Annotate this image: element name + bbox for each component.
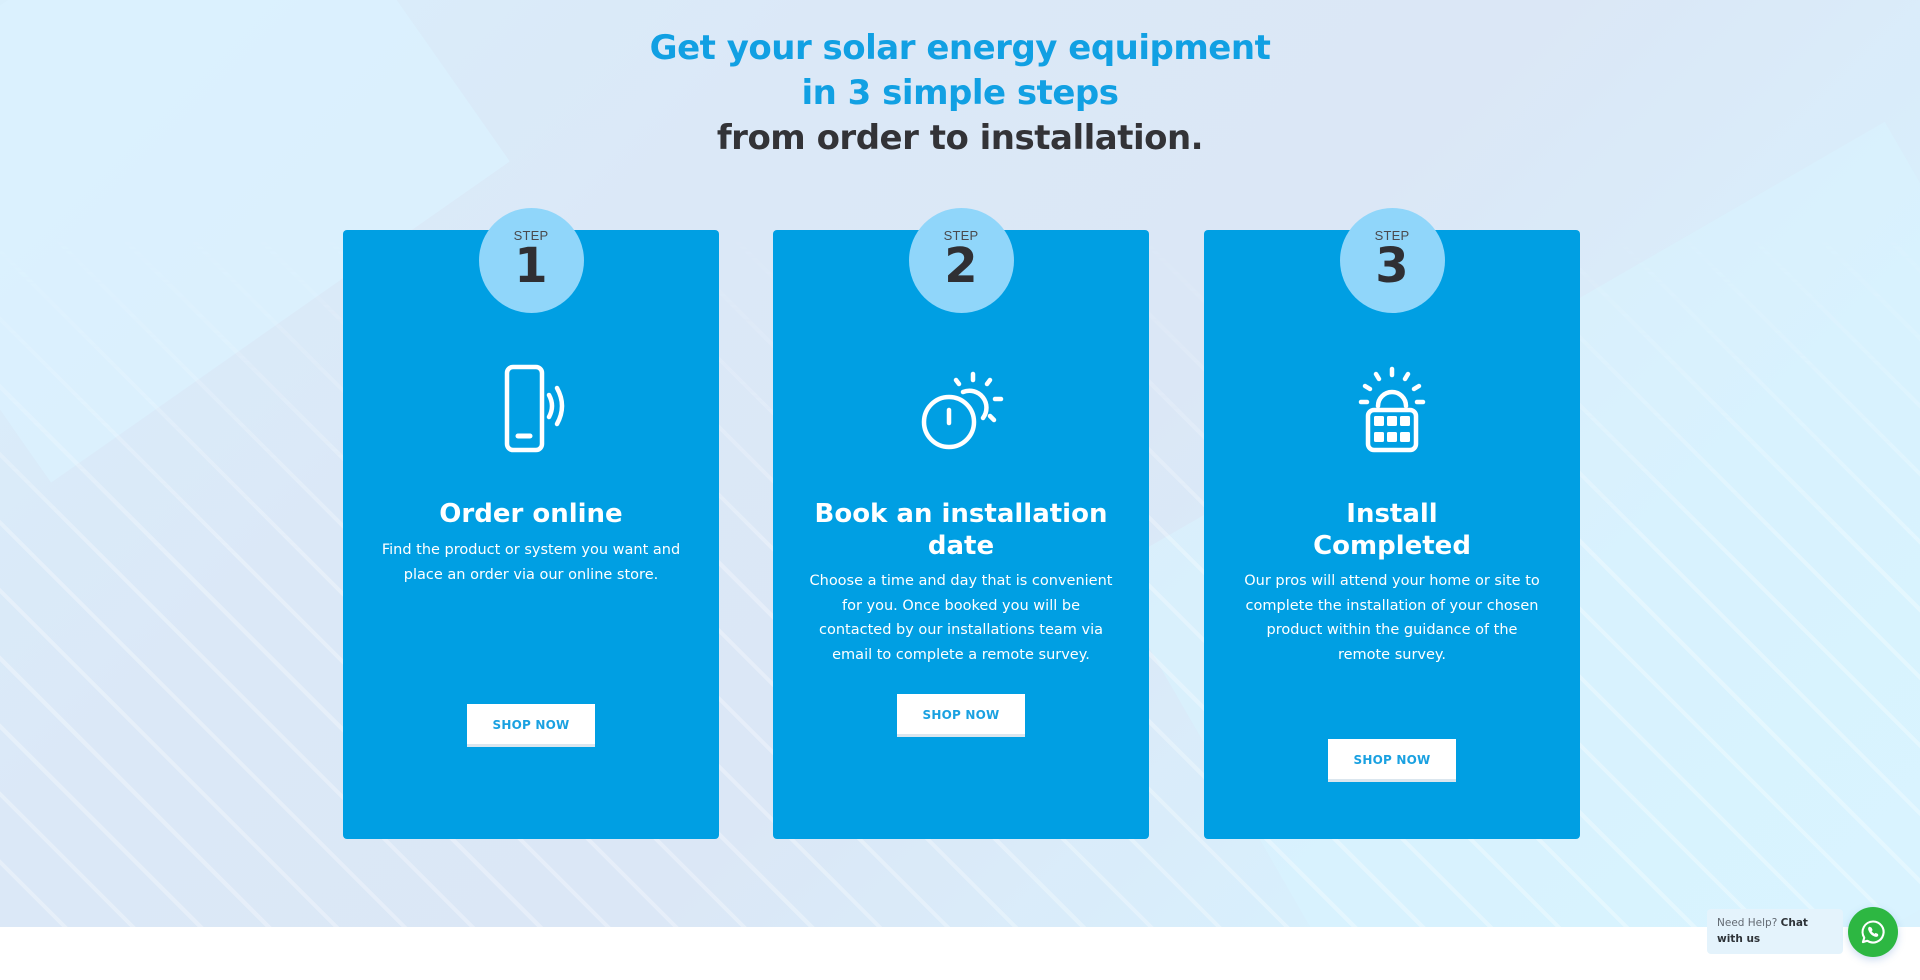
- step-description: Find the product or system you want and …: [381, 542, 681, 583]
- step-description: Choose a time and day that is convenient…: [809, 573, 1113, 663]
- step-card-1: STEP 1 Order online Find the product or …: [343, 208, 719, 839]
- chat-prompt-bubble[interactable]: Need Help? Chat with us: [1707, 909, 1843, 954]
- shop-now-button[interactable]: SHOP NOW: [1328, 739, 1456, 782]
- step-number: 1: [514, 238, 548, 294]
- chat-action-text: Chat with us: [1717, 917, 1808, 945]
- step-label: STEP: [943, 228, 979, 243]
- whatsapp-chat-button[interactable]: [1848, 907, 1898, 957]
- whatsapp-icon: [1861, 920, 1885, 944]
- step-badge: STEP 2: [908, 208, 1014, 313]
- heading-line-2: in 3 simple steps: [801, 73, 1119, 113]
- section-heading: Get your solar energy equipment in 3 sim…: [0, 26, 1920, 161]
- solar-panel-sun-icon: [1342, 360, 1442, 460]
- step-title: Book an installation date: [814, 499, 1108, 561]
- shop-now-button[interactable]: SHOP NOW: [467, 704, 595, 747]
- step-label: STEP: [1374, 228, 1410, 243]
- step-number: 2: [944, 238, 978, 294]
- chat-prompt-text: Need Help?: [1717, 917, 1778, 929]
- step-description: Our pros will attend your home or site t…: [1244, 573, 1540, 663]
- smartphone-signal-icon: [481, 360, 581, 460]
- step-title: Install Completed: [1313, 499, 1471, 561]
- step-label: STEP: [513, 228, 549, 243]
- step-card-2: STEP 2 Book an installation date Choose …: [773, 208, 1149, 839]
- clock-sun-icon: [911, 360, 1011, 460]
- heading-line-1: Get your solar energy equipment: [649, 28, 1271, 68]
- step-badge: STEP 1: [478, 208, 584, 313]
- step-title: Order online: [439, 499, 623, 529]
- heading-line-3: from order to installation.: [716, 118, 1204, 158]
- shop-now-button[interactable]: SHOP NOW: [897, 694, 1025, 737]
- step-card-3: STEP 3: [1204, 208, 1580, 839]
- step-badge: STEP 3: [1339, 208, 1445, 313]
- hero-section: Get your solar energy equipment in 3 sim…: [0, 0, 1920, 927]
- step-number: 3: [1375, 238, 1409, 294]
